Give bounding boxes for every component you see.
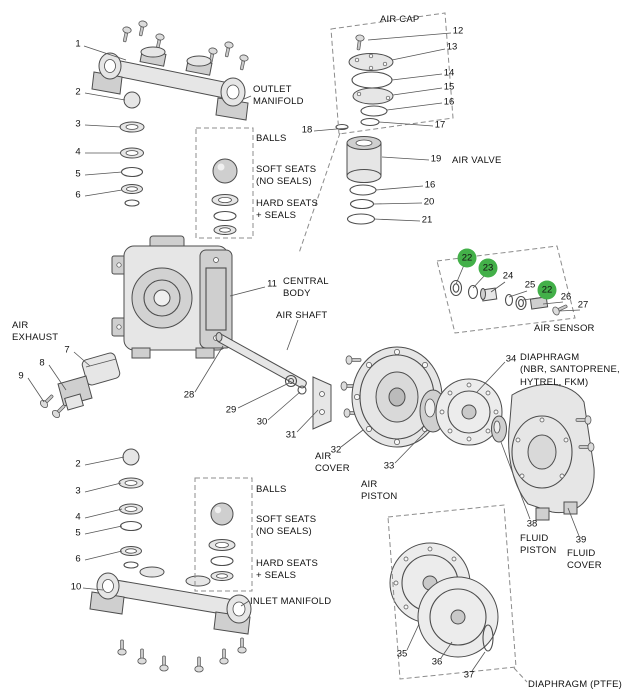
callout-39: 39	[575, 534, 587, 546]
callout-23: 23	[478, 258, 498, 278]
diaphragm-drawing	[435, 378, 503, 446]
label-air-sensor: AIR SENSOR	[534, 323, 595, 334]
callout-1: 1	[75, 38, 81, 50]
callout-6: 6	[75, 553, 81, 565]
callout-30: 30	[256, 416, 268, 428]
dashed-boxes	[194, 12, 576, 683]
outlet-manifold-drawing	[91, 19, 250, 121]
air-exhaust-drawing	[38, 352, 121, 420]
callout-26: 26	[560, 291, 572, 303]
callout-22: 22	[457, 248, 477, 268]
callout-5: 5	[75, 168, 81, 180]
callout-20: 20	[423, 196, 435, 208]
callout-38: 38	[526, 518, 538, 530]
callout-36: 36	[431, 656, 443, 668]
label-central-body: CENTRAL BODY	[283, 276, 329, 300]
callout-15: 15	[443, 81, 455, 93]
callout-3: 3	[75, 485, 81, 497]
label-inlet-manifold: INLET MANIFOLD	[250, 596, 332, 607]
callout-8: 8	[39, 357, 45, 369]
callout-19: 19	[430, 153, 442, 165]
callout-2: 2	[75, 458, 81, 470]
callout-16: 16	[443, 96, 455, 108]
callout-27: 27	[577, 299, 589, 311]
callout-12: 12	[452, 25, 464, 37]
air-cover-drawing	[340, 346, 443, 448]
fluid-piston-drawing	[491, 415, 507, 443]
callout-18: 18	[301, 124, 313, 136]
callout-33: 33	[383, 460, 395, 472]
top-valve-seats-drawing	[119, 91, 239, 235]
callout-14: 14	[443, 67, 455, 79]
label-air-cover: AIR COVER	[315, 451, 350, 475]
callout-29: 29	[225, 404, 237, 416]
callout-34: 34	[505, 353, 517, 365]
callout-21: 21	[421, 214, 433, 226]
callout-4: 4	[75, 146, 81, 158]
callout-28: 28	[183, 389, 195, 401]
label-air-cap: AIR CAP	[380, 14, 420, 25]
callout-37: 37	[463, 669, 475, 681]
bottom-valve-seats-drawing	[118, 448, 236, 581]
label-hard-seats-bottom: HARD SEATS + SEALS	[256, 558, 319, 582]
callout-32: 32	[330, 444, 342, 456]
callout-31: 31	[285, 429, 297, 441]
label-fluid-piston: FLUID PISTON	[520, 533, 557, 557]
callout-5: 5	[75, 527, 81, 539]
label-air-valve: AIR VALVE	[452, 155, 502, 166]
callout-22: 22	[537, 280, 557, 300]
callout-2: 2	[75, 86, 81, 98]
callout-24: 24	[502, 270, 514, 282]
callout-17: 17	[434, 119, 446, 131]
callout-25: 25	[524, 279, 536, 291]
label-air-shaft: AIR SHAFT	[276, 310, 328, 321]
leader-lines	[27, 32, 581, 672]
callout-6: 6	[75, 189, 81, 201]
callout-10: 10	[70, 581, 82, 593]
callout-3: 3	[75, 118, 81, 130]
label-soft-seats-top: SOFT SEATS (NO SEALS)	[256, 164, 317, 188]
label-soft-seats-bottom: SOFT SEATS (NO SEALS)	[256, 514, 317, 538]
label-hard-seats-top: HARD SEATS + SEALS	[256, 198, 319, 222]
label-air-piston: AIR PISTON	[361, 479, 398, 503]
label-outlet-manifold: OUTLET MANIFOLD	[253, 84, 304, 108]
air-valve-drawing	[346, 136, 382, 225]
label-balls-bottom: BALLS	[256, 484, 287, 495]
callout-4: 4	[75, 511, 81, 523]
label-diaphragm-nbr: DIAPHRAGM (NBR, SANTOPRENE, HYTREL, FKM)	[520, 352, 620, 388]
fluid-cover-drawing	[508, 383, 595, 521]
label-diaphragm-ptfe: DIAPHRAGM (PTFE)	[528, 679, 622, 690]
label-balls-top: BALLS	[256, 133, 287, 144]
callout-16: 16	[424, 179, 436, 191]
inlet-manifold-drawing	[89, 566, 252, 673]
label-air-exhaust: AIR EXHAUST	[12, 320, 59, 344]
label-fluid-cover: FLUID COVER	[567, 548, 602, 572]
callout-13: 13	[446, 41, 458, 53]
central-body-drawing	[111, 235, 233, 359]
callout-11: 11	[267, 278, 277, 290]
callout-7: 7	[64, 344, 70, 356]
callout-9: 9	[18, 370, 24, 382]
callout-35: 35	[396, 648, 408, 660]
air-cap-drawing	[335, 34, 394, 131]
ptfe-diaphragm-drawing	[389, 542, 499, 658]
air-shaft-drawing	[215, 332, 332, 430]
